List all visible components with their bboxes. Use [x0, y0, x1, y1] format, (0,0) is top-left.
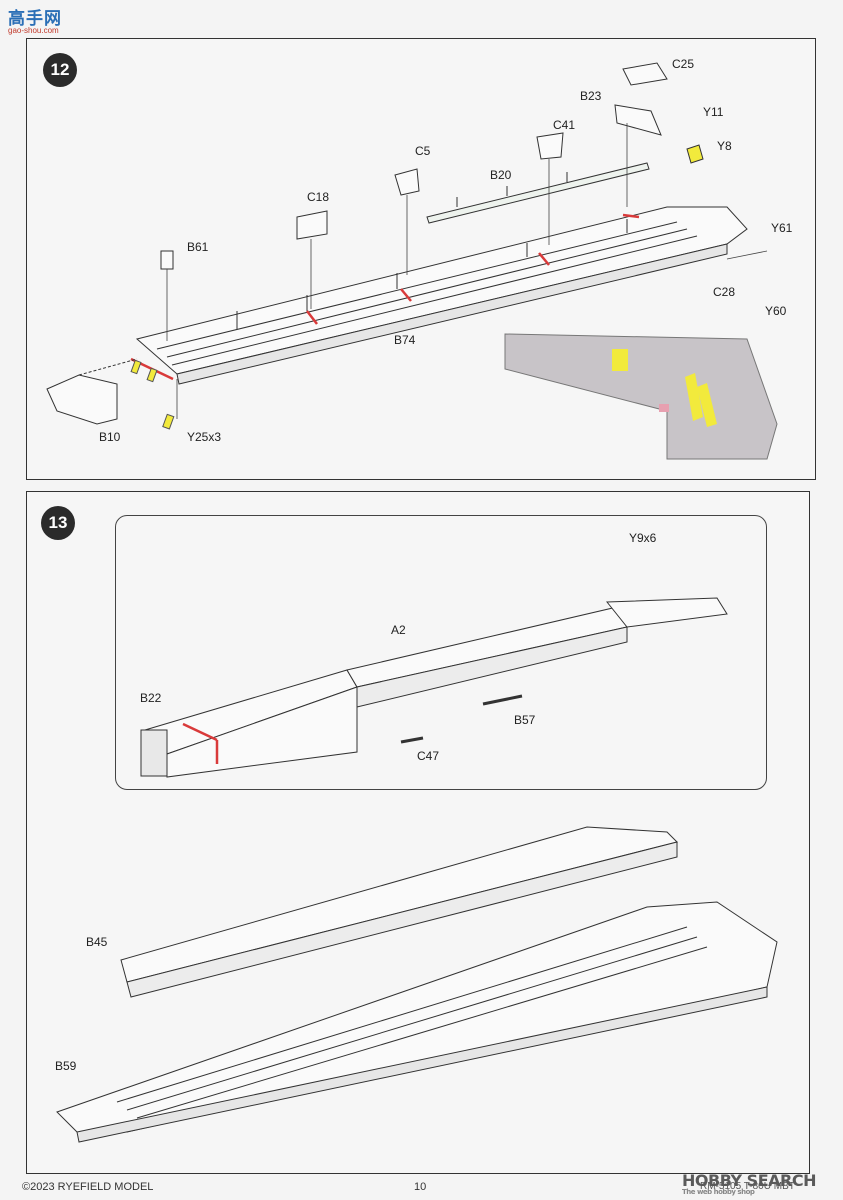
site-logo-url: gao-shou.com [8, 26, 59, 35]
label-c5: C5 [415, 144, 431, 158]
footer-page-number: 10 [414, 1181, 427, 1193]
label-y61: Y61 [771, 221, 793, 235]
step-13-panel: 13 Y9x6 [26, 491, 810, 1174]
footer-product-code: RM-5105 T-80U MBT [700, 1181, 795, 1192]
part-y25 [130, 359, 175, 430]
label-c28: C28 [713, 285, 735, 299]
label-b23: B23 [580, 89, 602, 103]
part-b10 [46, 358, 138, 425]
label-b45: B45 [86, 935, 108, 949]
hobby-search-watermark: HOBBY SEARCH The web hobby shop [682, 1171, 816, 1196]
label-y25x3: Y25x3 [187, 430, 221, 444]
label-c25: C25 [672, 57, 694, 71]
step-number-badge: 13 [41, 506, 75, 540]
detail-inset-image [504, 333, 778, 460]
fender-assembly-b74 [135, 206, 748, 385]
subassembly-inset [115, 515, 767, 790]
part-a2-box [140, 597, 728, 778]
label-y8: Y8 [717, 139, 732, 153]
label-y9x6: Y9x6 [629, 531, 657, 545]
footer-copyright: ©2023 RYEFIELD MODEL [22, 1181, 154, 1193]
label-b20: B20 [490, 168, 512, 182]
part-b20 [426, 162, 650, 224]
full-fender-assembly [56, 826, 778, 1143]
label-c41: C41 [553, 118, 575, 132]
watermark-text: HOBBY SEARCH [682, 1171, 816, 1190]
label-y11: Y11 [703, 105, 724, 119]
label-b61: B61 [187, 240, 209, 254]
leader-lines [166, 123, 768, 419]
label-y60: Y60 [765, 304, 787, 318]
step-number-badge: 12 [43, 53, 77, 87]
bracket-parts [160, 62, 704, 270]
label-b10: B10 [99, 430, 121, 444]
step-12-diagram: C25 B23 Y11 C41 Y8 C5 B20 C18 B61 Y61 C2… [46, 57, 793, 460]
glue-markers-13 [182, 722, 219, 764]
label-c47: C47 [417, 749, 439, 763]
site-logo: 高手网 gao-shou.com [4, 4, 74, 38]
step-13-diagram: Y9x6 A2 B22 B57 C47 B45 B59 [55, 531, 778, 1143]
label-c18: C18 [307, 190, 329, 204]
label-b59: B59 [55, 1059, 77, 1073]
watermark-subtext: The web hobby shop [682, 1188, 755, 1196]
label-b57: B57 [514, 713, 536, 727]
label-a2: A2 [391, 623, 406, 637]
small-parts-13 [400, 694, 523, 744]
label-b22: B22 [140, 691, 162, 705]
site-logo-text: 高手网 [8, 9, 62, 29]
label-b74: B74 [394, 333, 416, 347]
step-12-panel: 12 [26, 38, 816, 480]
